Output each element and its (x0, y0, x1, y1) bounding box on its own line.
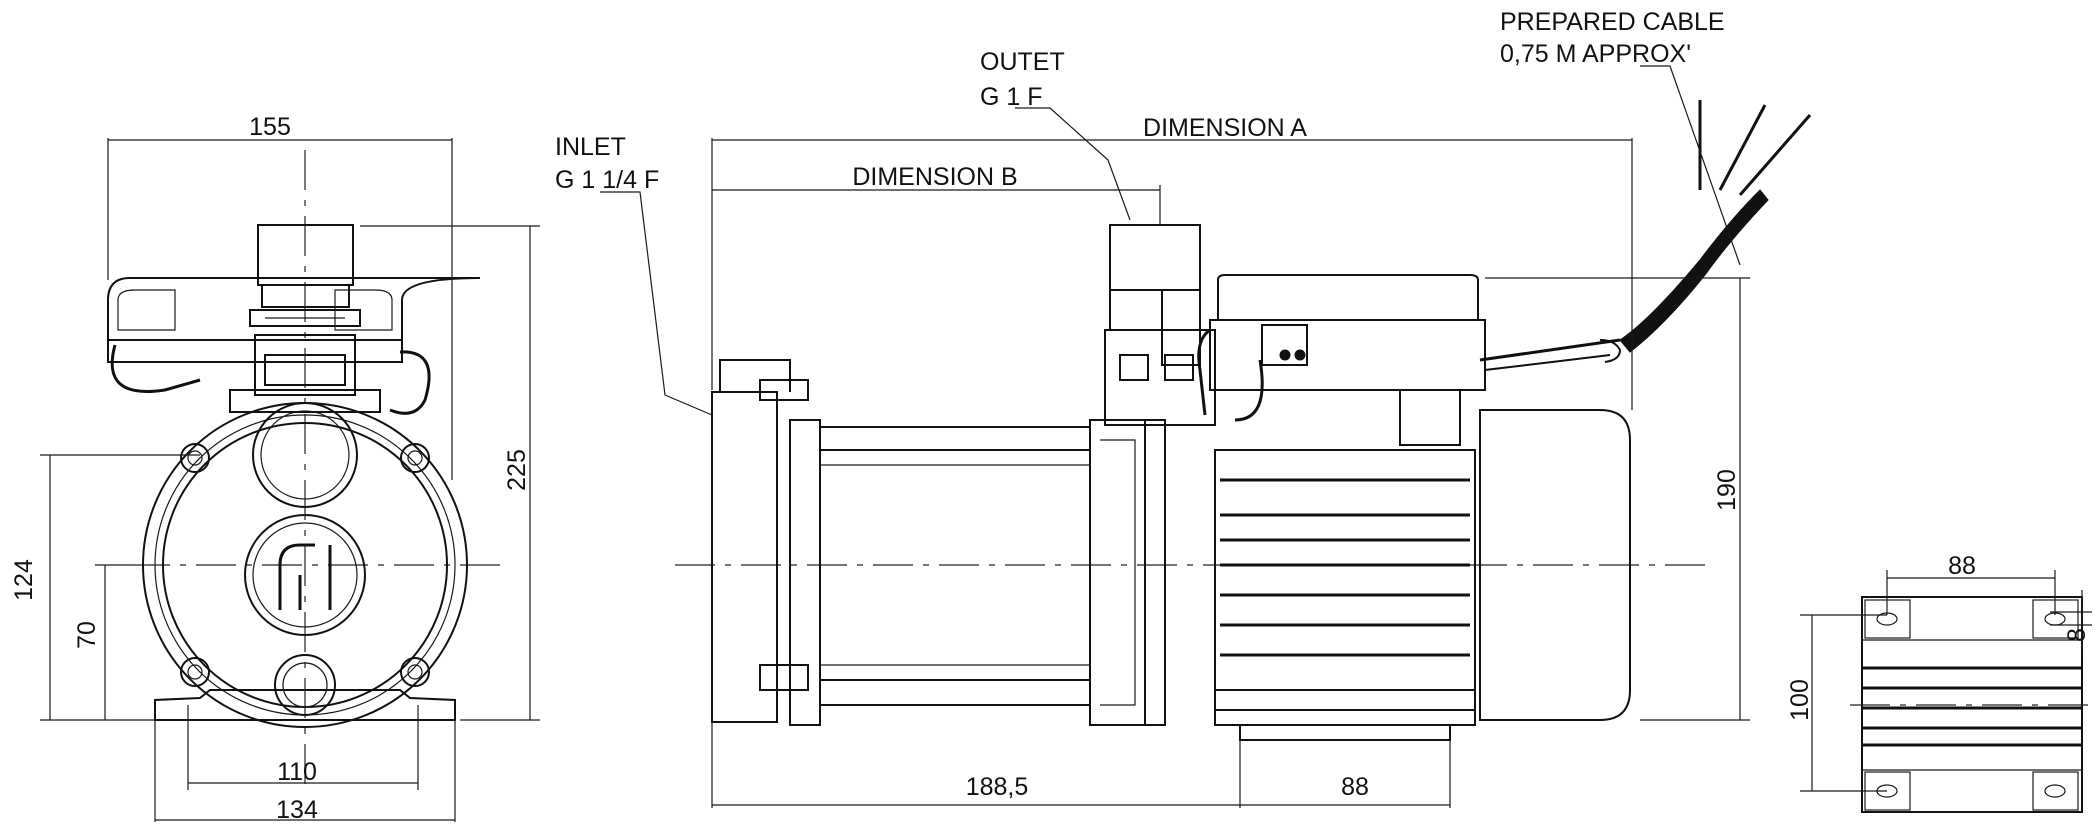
dim-155: 155 (249, 113, 291, 141)
outlet-label: OUTET (980, 48, 1065, 76)
dim-88-side: 88 (1341, 773, 1369, 801)
cable-label: PREPARED CABLE (1500, 8, 1725, 36)
front-view (107, 150, 510, 790)
side-view (675, 100, 1812, 741)
dim-124: 124 (10, 559, 38, 601)
inlet-label: INLET (555, 133, 626, 161)
dimension-b-label: DIMENSION B (852, 163, 1017, 191)
dim-190: 190 (1713, 469, 1741, 511)
inlet-size: G 1 1/4 F (555, 166, 659, 194)
dim-225: 225 (503, 449, 531, 491)
front-view-dimensions: 155 225 124 70 110 134 (10, 113, 540, 824)
base-view-dimensions: 88 100 8 (1786, 552, 2092, 792)
dim-70: 70 (73, 621, 101, 649)
dim-188-5: 188,5 (966, 773, 1029, 801)
side-view-dimensions: DIMENSION A DIMENSION B 190 188,5 88 INL… (555, 8, 1750, 808)
dim-110: 110 (277, 758, 317, 786)
dim-88-base: 88 (1948, 552, 1976, 580)
dim-100: 100 (1786, 679, 1814, 721)
base-view (1850, 596, 2090, 813)
outlet-size: G 1 F (980, 83, 1043, 111)
cable-length: 0,75 M APPROX' (1500, 40, 1691, 68)
dimension-a-label: DIMENSION A (1143, 114, 1307, 142)
dim-8: 8 (2063, 628, 2091, 642)
dim-134: 134 (276, 796, 318, 824)
